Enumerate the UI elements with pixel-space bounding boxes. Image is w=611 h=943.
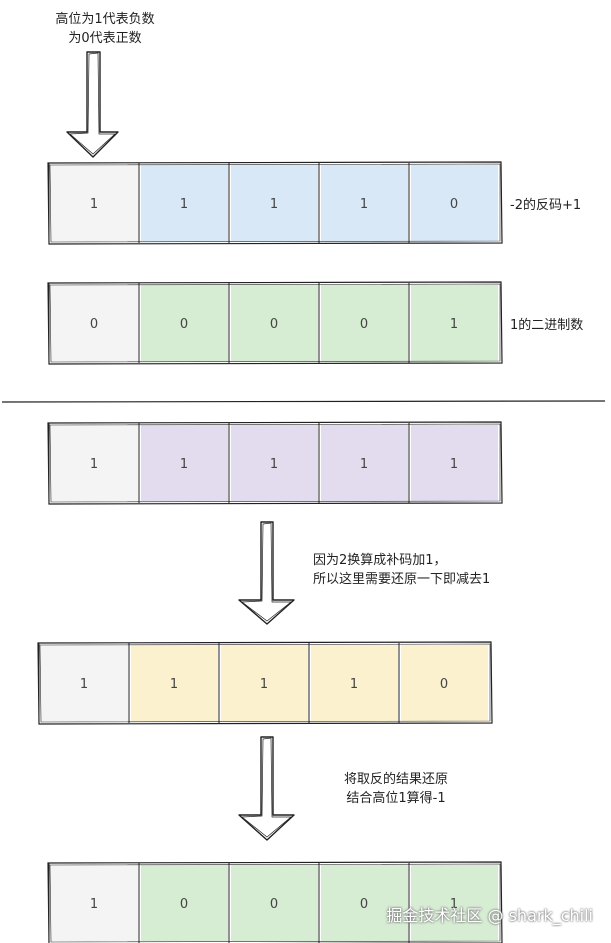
bit-cell <box>311 645 398 721</box>
bit-value: 1 <box>270 457 278 472</box>
bit-cell <box>51 865 138 941</box>
bit-cell <box>51 285 138 361</box>
row-frame-inner <box>39 643 491 723</box>
note-complement: 因为2换算成补码加1， 所以这里需要还原一下即减去1 <box>313 551 490 589</box>
bit-cell <box>141 865 228 941</box>
bit-value: 0 <box>90 317 98 332</box>
bit-value: 1 <box>90 457 98 472</box>
bit-cell <box>51 165 138 241</box>
bit-value: 0 <box>360 317 368 332</box>
row-frame <box>47 161 503 245</box>
bit-value: 0 <box>440 677 448 692</box>
bit-cell <box>141 285 228 361</box>
bit-cell <box>231 865 318 941</box>
note-sign-bit: 高位为1代表负数 为0代表正数 <box>40 10 170 48</box>
bit-value: 1 <box>180 457 188 472</box>
arrow-down-icon <box>66 51 119 158</box>
row-frame <box>47 421 503 505</box>
bit-value: 1 <box>450 897 458 912</box>
bit-cell <box>321 425 408 501</box>
bit-cell <box>411 865 498 941</box>
bit-cell <box>231 285 318 361</box>
row-label-one-binary: 1的二进制数 <box>510 318 584 333</box>
arrow-down-icon <box>238 736 295 841</box>
bit-value: 1 <box>350 677 358 692</box>
bit-cell <box>51 425 138 501</box>
bit-value: 0 <box>450 197 458 212</box>
row-frame-inner <box>49 863 501 943</box>
rows-layer: 1 1 1 1 0 0 0 0 0 1 1 1 1 1 1 1 1 1 1 0 1 0 0 0 1 <box>37 161 503 943</box>
bit-row: 1 1 1 1 0 <box>37 641 493 725</box>
note-line: 因为2换算成补码加1， <box>313 553 447 568</box>
bit-value: 0 <box>270 897 278 912</box>
bit-value: 1 <box>170 677 178 692</box>
bit-cell <box>141 165 228 241</box>
row-label-minus-two: -2的反码+1 <box>510 198 582 213</box>
bit-value: 0 <box>270 317 278 332</box>
separator-line <box>1 400 606 403</box>
bit-cell <box>411 425 498 501</box>
arrow-down-icon <box>238 521 295 625</box>
bit-value: 1 <box>90 197 98 212</box>
bit-value: 1 <box>260 677 268 692</box>
bit-value: 1 <box>360 197 368 212</box>
bit-cell <box>321 285 408 361</box>
bit-cell <box>231 165 318 241</box>
bit-cell <box>221 645 308 721</box>
bit-value: 1 <box>90 897 98 912</box>
bit-row: 1 1 1 1 1 <box>47 421 503 505</box>
bit-cell <box>411 285 498 361</box>
bit-value: 0 <box>180 897 188 912</box>
bit-cell <box>411 165 498 241</box>
note-restore: 将取反的结果还原 结合高位1算得-1 <box>333 770 459 808</box>
bit-row: 1 0 0 0 1 <box>47 861 503 943</box>
bit-cell <box>131 645 218 721</box>
bit-value: 0 <box>180 317 188 332</box>
note-line: 所以这里需要还原一下即减去1 <box>313 572 491 587</box>
bit-value: 1 <box>180 197 188 212</box>
bit-value: 1 <box>450 317 458 332</box>
bit-row: 1 1 1 1 0 <box>47 161 503 245</box>
row-frame-inner <box>49 163 501 243</box>
row-frame-inner <box>49 283 501 363</box>
row-frame <box>37 641 493 725</box>
row-frame <box>47 861 503 943</box>
row-frame <box>47 281 503 365</box>
bit-cell <box>321 865 408 941</box>
note-line: 结合高位1算得-1 <box>346 791 446 806</box>
bit-cell <box>401 645 488 721</box>
bit-value: 1 <box>270 197 278 212</box>
bit-value: 1 <box>360 457 368 472</box>
note-line: 将取反的结果还原 <box>343 772 448 787</box>
watermark: 掘金技术社区 @ shark_chili <box>386 906 593 925</box>
bit-value: 1 <box>450 457 458 472</box>
row-frame-inner <box>49 423 501 503</box>
note-line: 为0代表正数 <box>68 31 142 46</box>
bit-cell <box>141 425 228 501</box>
bit-cell <box>231 425 318 501</box>
bit-cell <box>41 645 128 721</box>
bit-cell <box>321 165 408 241</box>
bit-row: 0 0 0 0 1 <box>47 281 503 365</box>
bit-value: 0 <box>360 897 368 912</box>
bit-value: 1 <box>80 677 88 692</box>
note-line: 高位为1代表负数 <box>55 12 155 27</box>
